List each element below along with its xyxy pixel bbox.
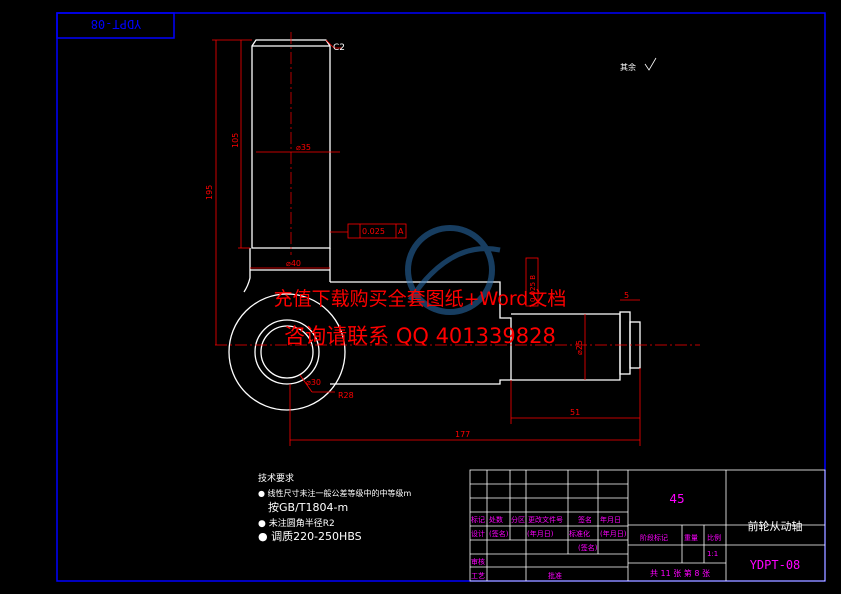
tolerance-frame-vertical: 0.025 B: [525, 257, 539, 307]
dim-177: 177: [455, 430, 470, 439]
part-name: 前轮从动轴: [748, 519, 803, 533]
leader-c2: [325, 39, 335, 49]
arm-body: [330, 281, 512, 385]
dim-51: 51: [570, 408, 580, 417]
drawing-border: [56, 12, 826, 582]
label-ratio: 比例: [707, 533, 721, 542]
leader-30: [299, 374, 313, 393]
dim-5: 5: [624, 291, 629, 300]
tech-item-2: ● 未注圆角半径R2: [258, 517, 335, 529]
dimension-text: 195 105 ⌀35 ⌀40 ⌀30 R28 177 51 ⌀25 5: [205, 133, 629, 439]
sheet-count: 共 11 张 第 8 张: [650, 568, 710, 578]
title-block-labels: 标记 处数 分区 更改文件号 签名 年月日 设计 (签名) (年月日) 标准化 …: [471, 515, 721, 580]
eye-outer: [228, 293, 346, 411]
dim-195: 195: [205, 185, 214, 200]
tol-datum: A: [398, 227, 404, 236]
logo-swoosh: [407, 246, 501, 302]
tech-item-3: ● 调质220-250HBS: [258, 530, 362, 543]
label-approve: 批准: [548, 571, 562, 580]
h1-1: 处数: [489, 515, 503, 524]
h1-4: 签名: [578, 515, 592, 524]
flange: [619, 311, 631, 375]
h2-1: (签名): [489, 529, 509, 538]
dim-40: ⌀40: [286, 259, 301, 268]
drawing-number: YDPT-08: [750, 558, 801, 572]
label-review: 审核: [471, 557, 485, 566]
label-process: 工艺: [471, 572, 485, 580]
h1-0: 标记: [471, 515, 485, 524]
part-outline: [228, 39, 641, 411]
watermark-line1: 充值下载购买全套图纸+Word文档: [274, 288, 567, 310]
tech-requirements: 技术要求 ● 线性尺寸未注一般公差等级中的中等级m 按GB/T1804-m ● …: [258, 472, 412, 543]
h2-5: (年月日): [600, 529, 627, 538]
tech-title: 技术要求: [258, 472, 294, 484]
dim-105: 105: [231, 133, 240, 148]
roughness-note: 其余: [620, 62, 636, 72]
eye-chamfer: [254, 319, 320, 385]
watermark-logo: [405, 225, 501, 315]
dimension-lines: [212, 39, 641, 446]
roughness-symbol: [644, 57, 657, 71]
dim-25: ⌀25: [575, 340, 584, 355]
material: 45: [669, 492, 684, 506]
label-stage: 阶段标记: [640, 533, 668, 542]
h2-3: 标准化: [569, 529, 590, 538]
dim-r28: R28: [338, 391, 354, 400]
h1-2: 分区: [511, 515, 525, 524]
eye-bore: [260, 325, 314, 379]
code-box: [56, 12, 175, 39]
center-lines: [215, 32, 700, 346]
dim-30: ⌀30: [306, 378, 321, 387]
h2-4: (签名): [578, 543, 598, 552]
tol-value-v: 0.025 B: [529, 275, 537, 302]
logo-ring: [405, 225, 495, 315]
watermark-line2: 咨询请联系 QQ 401339828: [284, 324, 556, 348]
tol-box-v: [525, 257, 539, 307]
dim-35: ⌀35: [296, 143, 311, 152]
h2-0: 设计: [471, 529, 485, 538]
title-block: [469, 469, 826, 582]
title-block-border: [469, 469, 826, 582]
chamfer-c2: C2: [333, 43, 345, 53]
tol-value: 0.025: [362, 227, 385, 236]
tolerance-frame: 0.025 A: [347, 223, 407, 239]
label-weight: 重量: [684, 534, 698, 542]
tech-item-1: ● 线性尺寸未注一般公差等级中的中等级m: [258, 488, 412, 498]
mirrored-drawing-code: YDPT-08: [91, 17, 142, 31]
h1-5: 年月日: [600, 515, 621, 524]
tol-box: [347, 223, 407, 239]
scale-value: 1:1: [707, 550, 718, 558]
tech-item-1b: 按GB/T1804-m: [268, 500, 348, 514]
h1-3: 更改文件号: [528, 515, 563, 524]
h2-2: (年月日): [527, 529, 554, 538]
neck-left: [243, 248, 251, 293]
